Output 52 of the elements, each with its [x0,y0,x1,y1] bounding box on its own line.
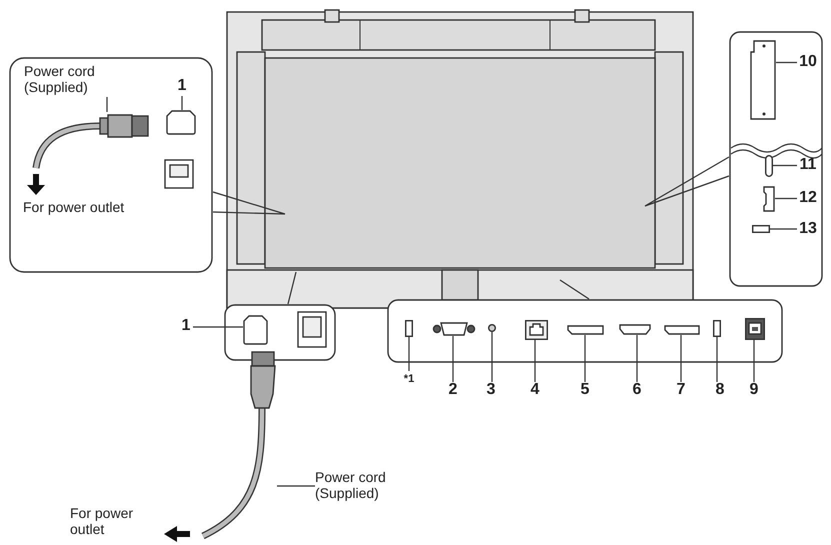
leader-line [408,337,410,371]
callout-number: 12 [797,190,819,206]
leader-line [773,164,797,166]
note-text: For power outlet [70,505,134,537]
callout-number: 7 [674,382,688,398]
callout-number: 6 [630,382,644,398]
power-inlet [166,110,196,135]
leader-line [534,340,536,382]
leader-line [277,485,315,487]
callout-number: 1 [179,318,193,334]
callout-number: 13 [797,221,819,237]
hdmi-port [619,324,651,335]
leader-line [491,332,493,382]
d-sub-port [433,322,475,336]
callout-number: 11 [797,157,819,173]
leader-line [452,336,454,382]
lan-port [525,320,548,340]
leader-line [106,97,108,112]
callout-text: Power cord (Supplied) [24,63,114,95]
hdmi-port [763,186,775,212]
power-inlet [243,315,268,345]
leader-line [753,340,755,382]
leader-line [193,326,243,328]
leader-line [770,228,797,230]
leader-line [636,335,638,382]
displayport-port [567,325,604,335]
usb-port [745,318,765,340]
callout-number: 5 [578,382,592,398]
note-text: For power outlet [23,199,126,215]
callout-number: 3 [484,382,498,398]
callout-number: *1 [399,371,419,387]
leader-line [776,62,797,64]
audio-jack [488,324,496,332]
power-plug [100,112,150,140]
usb-port [752,225,770,233]
callout-number: 1 [175,78,189,94]
callout-number: 4 [528,382,542,398]
callout-text: Power cord (Supplied) [315,469,395,501]
leader-line [181,96,183,110]
callout-number: 9 [747,382,761,398]
leader-line [775,198,797,200]
callout-number: 8 [713,382,727,398]
leader-line [680,335,682,382]
leader-line [716,337,718,382]
leader-line [584,335,586,382]
card-slot [750,40,776,120]
port-slot [405,320,413,337]
displayport-port [664,325,700,335]
usb-c-port [765,155,773,177]
callout-number: 2 [446,382,460,398]
port-slot [713,320,721,337]
callout-number: 10 [797,54,819,70]
